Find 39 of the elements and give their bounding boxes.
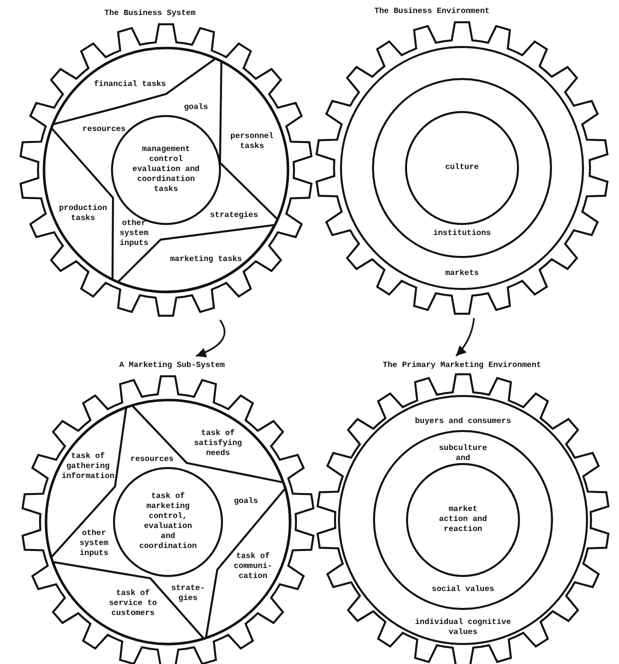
ring-label: market action and reaction: [438, 505, 488, 535]
ring-label: subculture and: [438, 444, 488, 464]
segment-label: production tasks: [58, 204, 108, 224]
ring-label: markets: [444, 269, 480, 279]
center-circle: [405, 111, 519, 225]
center-circle: [113, 467, 223, 577]
ring-label: buyers and consumers: [414, 417, 512, 427]
region-label: strate-gies: [170, 584, 206, 604]
ring-label: individual cognitive values: [414, 618, 512, 638]
ring-label: culture: [444, 163, 480, 173]
segment-label: task of satisfying needs: [192, 428, 243, 459]
ring-label: institutions: [432, 229, 492, 239]
ring-label: management control evaluation and coordination tasks: [131, 145, 201, 195]
ring-circle: [373, 430, 553, 610]
ring-label: social values: [430, 585, 496, 595]
gear-title: The Business Environment: [373, 7, 491, 17]
segment-label: financial tasks: [92, 80, 167, 90]
region-label: strategies: [208, 211, 259, 221]
region-label: goals: [182, 103, 209, 113]
region-label: other system inputs: [78, 529, 110, 559]
gear-title: The Primary Marketing Environment: [382, 361, 542, 371]
arrow: [455, 318, 475, 357]
ring-circle: [340, 46, 584, 290]
segment-label: task of communi-cation: [232, 552, 274, 582]
ring-label: task of marketing control, evaluation and coordination: [138, 492, 198, 552]
gear-title: The Business System: [103, 9, 197, 19]
segment-label: task of service to customers: [108, 588, 158, 619]
region-label: goals: [232, 497, 259, 507]
region-label: resources: [129, 455, 175, 465]
segment-label: task of gathering information: [60, 452, 116, 482]
center-circle: [406, 463, 520, 577]
segment-label: marketing tasks: [168, 254, 243, 265]
region-label: resources: [81, 125, 127, 135]
region-label: other system inputs: [118, 219, 150, 249]
segment-label: personnel tasks: [229, 132, 275, 152]
gear-title: A Marketing Sub-System: [118, 361, 226, 371]
ring-circle: [338, 395, 588, 645]
arrow: [196, 320, 226, 358]
ring-circle: [372, 78, 552, 258]
